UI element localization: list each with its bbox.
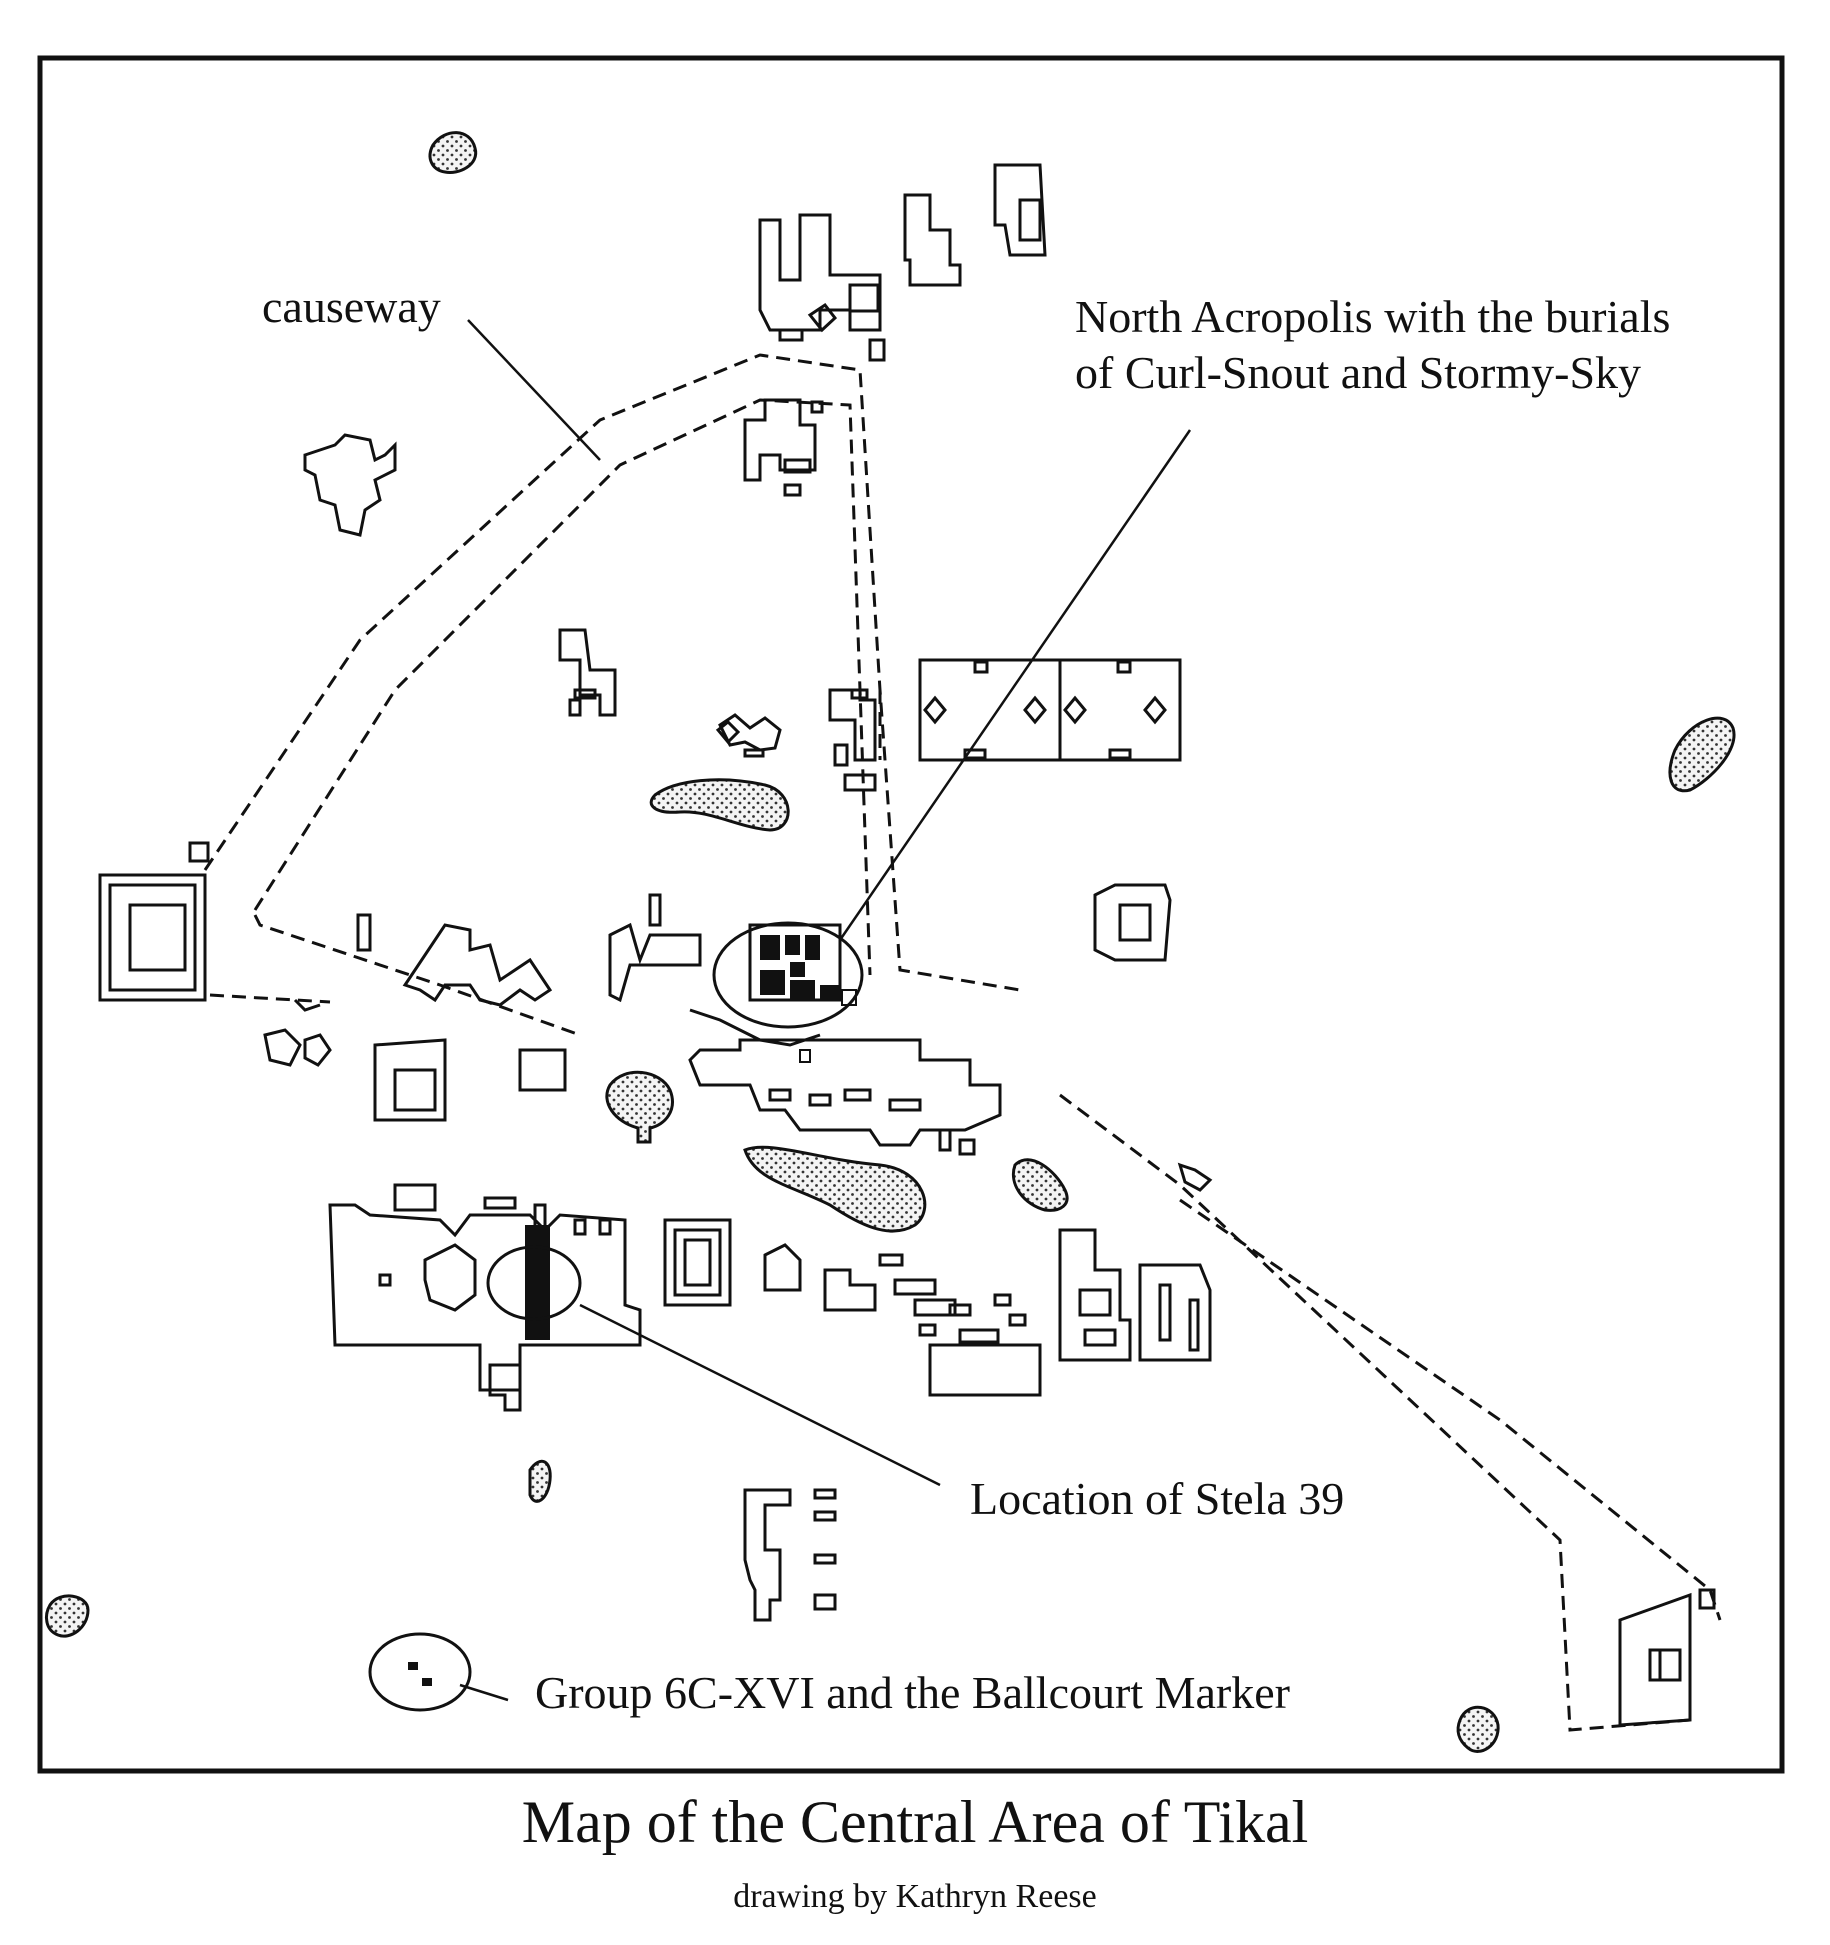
reservoir-se [1456,1705,1500,1753]
causeways [203,353,1722,1732]
group-6c-xvi-marker [368,1632,472,1712]
label-group-6c-xvi: Group 6C-XVI and the Ballcourt Marker [535,1667,1290,1718]
east-compound-b [1058,658,1182,762]
map-border [37,55,1785,1774]
north-group-b [903,193,962,287]
north-group-a [758,213,882,332]
causeway-se-outer [1059,1093,1691,1732]
causeway-se-inner [1179,1198,1722,1621]
stela-39-area [486,1225,582,1340]
reservoir-nw [428,131,478,175]
leader-lines [459,319,1192,1702]
mid-group-b [828,688,877,762]
mid-group-a [558,628,617,717]
leader-stela [579,1303,941,1487]
north-group-d [743,398,817,482]
central-acropolis [688,1038,1002,1156]
stela-39-highlight [486,1245,582,1321]
nw-group [303,433,397,537]
southeast-group [1058,1228,1132,1362]
map-credit: drawing by Kathryn Reese [733,1878,1097,1915]
reservoir-south [528,1459,552,1503]
causeway-west-link-2 [209,993,331,1004]
north-acropolis-highlight [712,921,864,1029]
leader-north-acropolis [838,429,1192,941]
structures [98,163,1716,1727]
east-square [1093,883,1172,962]
causeway-nw-inner [253,398,872,976]
far-se-temple [1618,1592,1692,1727]
leader-causeway [467,319,601,461]
north-acropolis [689,921,864,1063]
label-stela-39: Location of Stela 39 [970,1473,1344,1524]
map-title: Map of the Central Area of Tikal [521,1789,1309,1855]
west-temple [98,873,207,1002]
causeway-nw-outer [203,353,1021,992]
north-group-c [993,163,1047,257]
reservoir-sw [44,1594,90,1638]
east-compound-a [918,658,1062,762]
south-plaza [328,1203,642,1392]
reservoir-southeast [1012,1158,1069,1212]
reservoir-east [1668,716,1736,793]
label-north-acropolis-line2: of Curl-Snout and Stormy-Sky [1075,347,1641,398]
reservoir-south-long [743,1145,927,1233]
reservoir-center-long [649,778,790,832]
reservoir-mid [605,1070,674,1144]
leader-group [459,1683,509,1702]
label-causeway: causeway [262,281,441,332]
reservoirs [44,131,1736,1753]
south-group [743,1488,792,1622]
causeway-west-link [253,914,581,1037]
label-north-acropolis-line1: North Acropolis with the burials [1075,291,1670,342]
